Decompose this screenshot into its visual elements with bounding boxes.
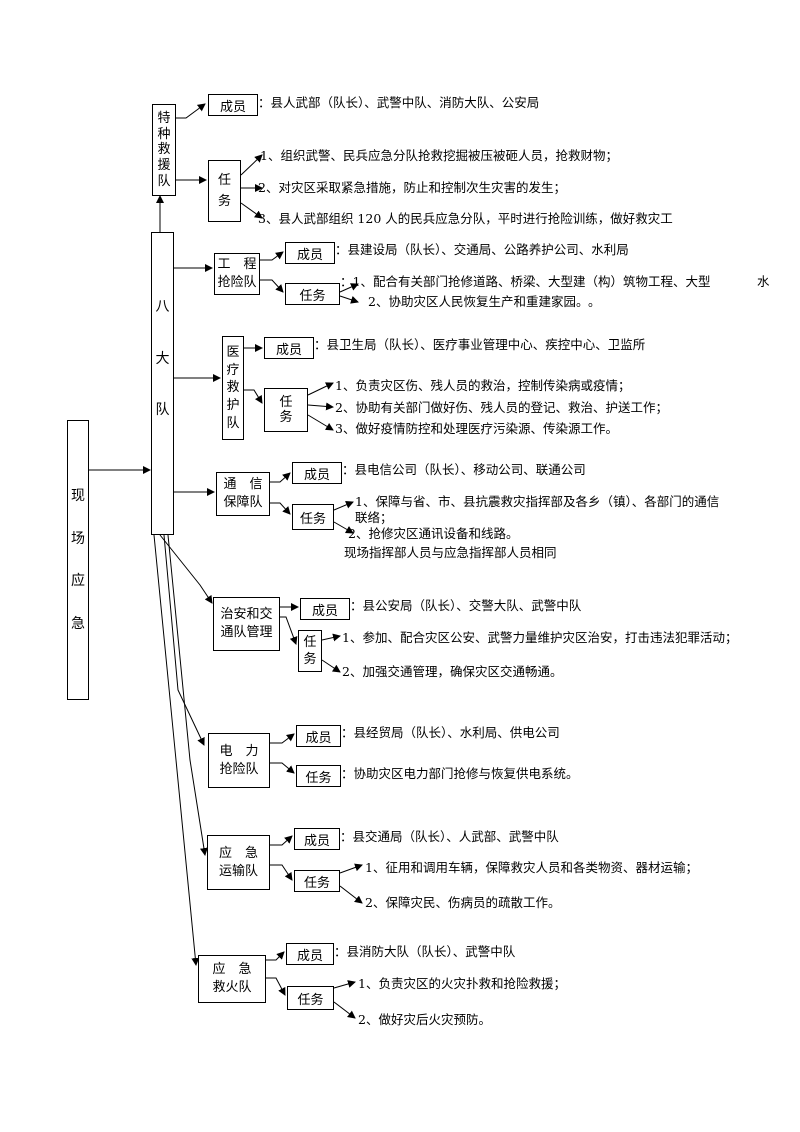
special-tasks-label: 任 务 bbox=[208, 160, 241, 222]
team-name-char: 疗 bbox=[226, 362, 240, 378]
comms-task-2: 2、抢修灾区通讯设备和线路。 bbox=[348, 526, 519, 541]
team-name-line: 抢险队 bbox=[219, 761, 259, 777]
comms-task-1-cont: 联络； bbox=[355, 510, 393, 525]
team-name-char: 救 bbox=[157, 142, 171, 158]
transport-members-label: 成员 bbox=[294, 828, 340, 850]
comms-members-text: ：县电信公司（队长）、移动公司、联通公司 bbox=[342, 462, 586, 477]
fire-tasks-label: 任务 bbox=[287, 986, 334, 1010]
medical-tasks-label: 任 务 bbox=[264, 388, 308, 432]
transport-members-text: ：县交通局（队长）、人武部、武警中队 bbox=[340, 829, 559, 844]
power-members-text: ：县经贸局（队长）、水利局、供电公司 bbox=[341, 725, 560, 740]
medical-members-text: ：县卫生局（队长）、医疗事业管理中心、疾控中心、卫监所 bbox=[314, 337, 646, 352]
security-tasks-label: 任 务 bbox=[298, 630, 322, 672]
team-name-char: 队 bbox=[157, 174, 171, 190]
medical-task-2: 2、协助有关部门做好伤、残人员的登记、救治、护送工作； bbox=[335, 400, 668, 415]
task-char: 务 bbox=[217, 193, 231, 209]
team-name-char: 特 bbox=[157, 110, 171, 126]
medical-task-3: 3、做好疫情防控和处理医疗污染源、传染源工作。 bbox=[335, 421, 618, 436]
fire-members-label: 成员 bbox=[286, 943, 334, 965]
team-name-char: 种 bbox=[157, 126, 171, 142]
team-name-char: 救 bbox=[226, 380, 240, 396]
task-char: 任 bbox=[279, 394, 293, 410]
fire-task-1: 1、负责灾区的火灾扑救和抢险救援； bbox=[358, 976, 566, 991]
team-power: 电 力 抢险队 bbox=[208, 733, 270, 788]
power-tasks-label: 任务 bbox=[296, 765, 341, 787]
power-task-1: ：协助灾区电力部门抢修与恢复供电系统。 bbox=[341, 766, 579, 781]
special-task-3: 3、县人武部组织 120 人的民兵应急分队，平时进行抢险训练，做好救灾工 bbox=[258, 211, 673, 226]
main-node-eight-teams: 八 大 队 bbox=[151, 232, 174, 535]
team-special-rescue: 特 种 救 援 队 bbox=[152, 104, 176, 196]
team-communications: 通 信 保障队 bbox=[216, 472, 270, 516]
team-name-line: 抢险队 bbox=[217, 275, 257, 290]
fire-members-text: ：县消防大队（队长）、武警中队 bbox=[334, 944, 516, 959]
team-name-line: 应 急 bbox=[218, 845, 258, 861]
team-medical: 医 疗 救 护 队 bbox=[222, 336, 244, 440]
security-members-text: ：县公安局（队长）、交警大队、武警中队 bbox=[350, 598, 582, 613]
main-char: 八 bbox=[155, 299, 170, 316]
team-security-traffic: 治安和交 通队管理 bbox=[213, 597, 280, 651]
root-char: 急 bbox=[71, 615, 85, 632]
team-transport: 应 急 运输队 bbox=[207, 835, 270, 890]
security-members-label: 成员 bbox=[300, 598, 350, 620]
root-char: 应 bbox=[71, 573, 85, 590]
team-name-line: 电 力 bbox=[219, 743, 259, 759]
medical-members-label: 成员 bbox=[264, 337, 314, 359]
comms-tasks-label: 任务 bbox=[292, 504, 334, 530]
special-task-2: 2、对灾区采取紧急措施，防止和控制次生灾害的发生； bbox=[258, 180, 566, 195]
medical-task-1: 1、负责灾区伤、残人员的救治，控制传染病或疫情； bbox=[335, 378, 631, 393]
transport-tasks-label: 任务 bbox=[294, 870, 340, 892]
transport-task-1: 1、征用和调用车辆，保障救灾人员和各类物资、器材运输； bbox=[365, 860, 698, 875]
transport-task-2: 2、保障灾民、伤病员的疏散工作。 bbox=[365, 895, 561, 910]
main-char: 队 bbox=[155, 401, 170, 418]
engineering-members-label: 成员 bbox=[285, 242, 335, 264]
engineering-tasks-label: 任务 bbox=[285, 283, 340, 305]
special-members-label: 成员 bbox=[208, 94, 258, 116]
special-task-1: 1、组织武警、民兵应急分队抢救挖掘被压被砸人员，抢救财物； bbox=[260, 148, 618, 163]
team-name-char: 医 bbox=[226, 344, 240, 360]
security-task-1: 1、参加、配合灾区公安、武警力量维护灾区治安，打击违法犯罪活动； bbox=[342, 630, 738, 645]
engineering-overflow-2: 。 bbox=[588, 294, 601, 309]
team-name-line: 救火队 bbox=[212, 980, 252, 995]
comms-note: 现场指挥部人员与应急指挥部人员相同 bbox=[344, 545, 557, 560]
team-name-line: 运输队 bbox=[218, 863, 258, 879]
security-task-2: 2、加强交通管理，确保灾区交通畅通。 bbox=[342, 664, 563, 679]
task-char: 任 bbox=[303, 635, 317, 651]
task-char: 任 bbox=[217, 173, 231, 189]
root-char: 场 bbox=[71, 530, 85, 547]
power-members-label: 成员 bbox=[296, 725, 341, 747]
comms-members-label: 成员 bbox=[292, 462, 342, 484]
team-name-char: 援 bbox=[157, 158, 171, 174]
engineering-members-text: ：县建设局（队长）、交通局、公路养护公司、水利局 bbox=[335, 242, 629, 257]
team-name-line: 工 程 bbox=[217, 257, 257, 272]
engineering-overflow-1: 水 bbox=[757, 274, 770, 289]
team-name-char: 护 bbox=[226, 398, 240, 414]
engineering-task-1: ：1、配合有关部门抢修道路、桥梁、大型建（构）筑物工程、大型 bbox=[340, 274, 711, 289]
team-name-char: 队 bbox=[226, 416, 240, 432]
team-name-line: 通 信 bbox=[223, 477, 263, 492]
task-char: 务 bbox=[303, 651, 317, 667]
engineering-task-2: 2、协助灾区人民恢复生产和重建家园。 bbox=[368, 294, 589, 309]
team-name-line: 保障队 bbox=[223, 495, 263, 510]
main-char: 大 bbox=[155, 350, 170, 367]
fire-task-2: 2、做好灾后火灾预防。 bbox=[358, 1012, 491, 1027]
team-fire: 应 急 救火队 bbox=[198, 955, 266, 1003]
team-name-line: 治安和交 bbox=[220, 607, 273, 622]
comms-task-1: 1、保障与省、市、县抗震救灾指挥部及各乡（镇）、各部门的通信 bbox=[355, 494, 720, 509]
team-name-line: 通队管理 bbox=[220, 625, 273, 640]
root-node-onsite-emergency: 现 场 应 急 bbox=[67, 420, 89, 700]
team-name-line: 应 急 bbox=[212, 962, 252, 977]
team-engineering: 工 程 抢险队 bbox=[214, 253, 260, 295]
root-char: 现 bbox=[71, 488, 85, 505]
task-char: 务 bbox=[279, 410, 293, 426]
special-members-text: ：县人武部（队长）、武警中队、消防大队、公安局 bbox=[258, 95, 540, 110]
